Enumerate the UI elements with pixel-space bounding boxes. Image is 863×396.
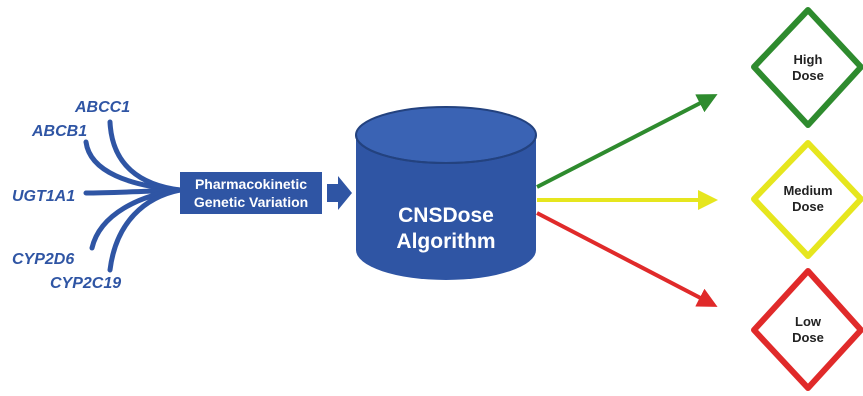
algorithm-label-line2: Algorithm xyxy=(396,230,495,253)
gene-label-ugt1a1: UGT1A1 xyxy=(12,188,75,205)
dose-low-line1: Low xyxy=(795,314,822,329)
diamond-medium xyxy=(751,140,863,259)
gene-label-cyp2c19: CYP2C19 xyxy=(50,275,121,292)
algorithm-label-line1: CNSDose xyxy=(398,204,494,227)
gene-label-abcc1: ABCC1 xyxy=(74,99,130,116)
curve-cyp2c19 xyxy=(107,187,183,273)
pharmacokinetic-label-line1: Pharmacokinetic xyxy=(195,176,307,192)
dose-low-line2: Dose xyxy=(792,330,824,345)
converging-gene-lines xyxy=(83,119,183,273)
arrow-high xyxy=(536,94,718,189)
curve-abcb1 xyxy=(83,139,183,193)
diamond-low xyxy=(751,268,863,391)
dose-high-line2: Dose xyxy=(792,68,824,83)
algorithm-cylinder xyxy=(355,106,537,280)
pharmacokinetic-label-line2: Genetic Variation xyxy=(194,194,308,210)
pharmacokinetic-box xyxy=(180,172,322,214)
dose-medium-line2: Dose xyxy=(792,199,824,214)
arrow-low xyxy=(536,211,718,307)
cylinder-body xyxy=(356,135,536,280)
dose-high: High Dose xyxy=(751,7,863,128)
block-arrow xyxy=(327,176,352,210)
gene-label-cyp2d6: CYP2D6 xyxy=(12,251,74,268)
dose-medium: Medium Dose xyxy=(751,140,863,259)
curve-cyp2d6 xyxy=(89,187,183,251)
diamond-high xyxy=(751,7,863,128)
gene-label-abcb1: ABCB1 xyxy=(31,123,87,140)
dose-medium-line1: Medium xyxy=(783,183,832,198)
dose-high-line1: High xyxy=(794,52,823,67)
dose-low: Low Dose xyxy=(751,268,863,391)
